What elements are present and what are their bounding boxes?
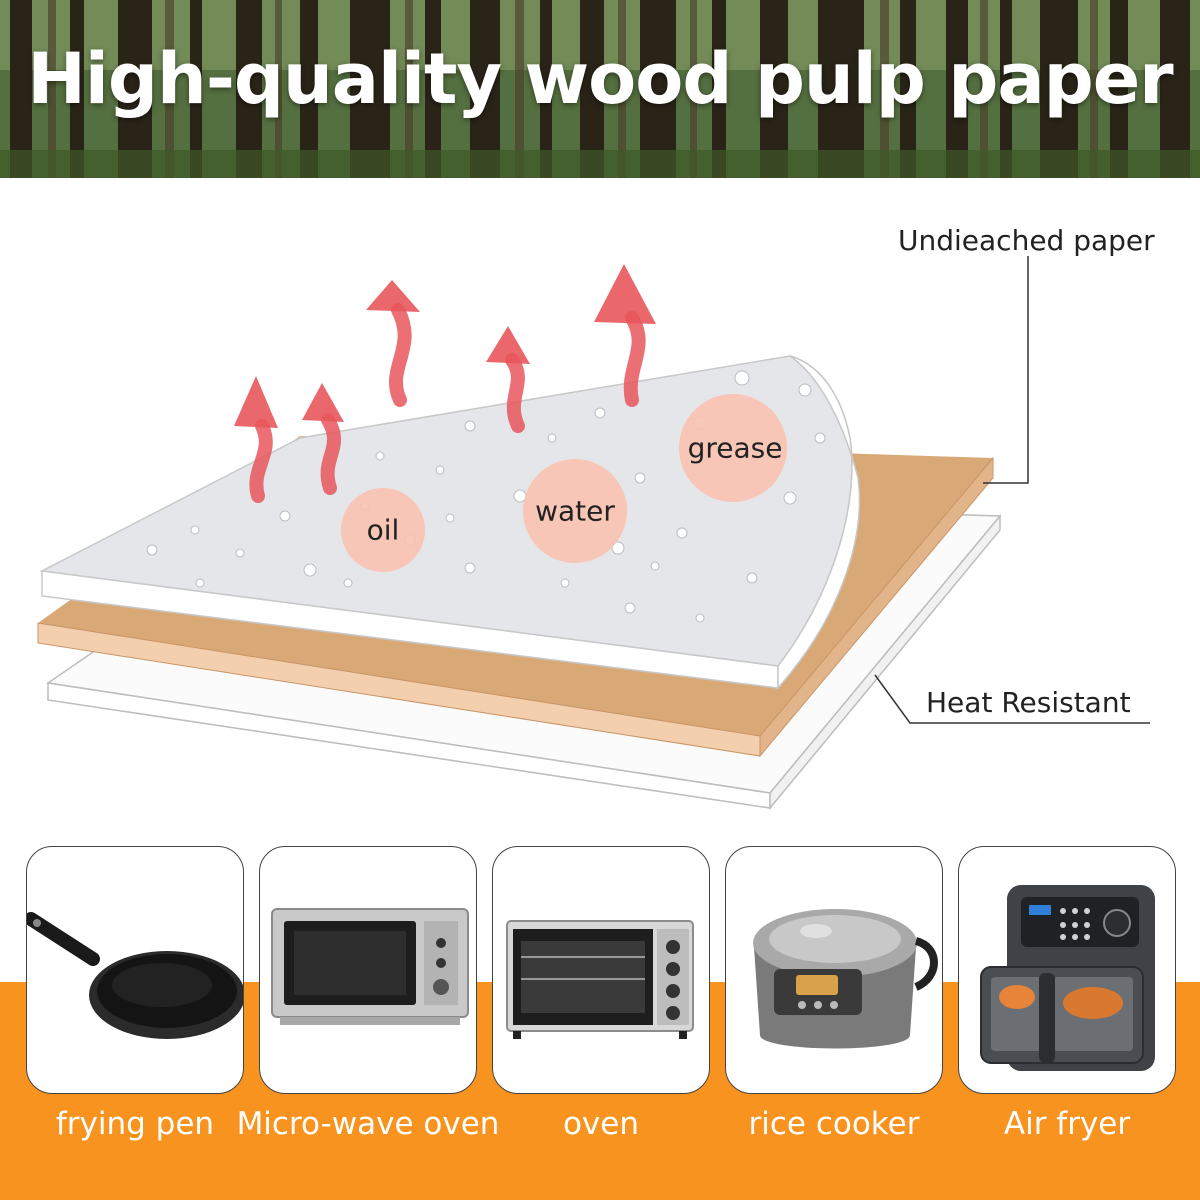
grease-circle bbox=[679, 394, 787, 502]
steam-arrow-head bbox=[302, 383, 344, 422]
appliance-card-rice-cooker bbox=[725, 846, 943, 1094]
oil-label: oil bbox=[366, 513, 400, 547]
water-droplets bbox=[146, 370, 826, 623]
paper-layer-diagram: Undieached paper Heat Resistant oil wate… bbox=[0, 178, 1200, 838]
appliance-card-microwave bbox=[259, 846, 477, 1094]
appliance-label-rice-cooker: rice cooker bbox=[748, 1106, 920, 1142]
appliance-label-microwave: Micro-wave oven bbox=[236, 1106, 500, 1142]
rice-cooker-icon bbox=[753, 909, 938, 1049]
leader-line-top bbox=[983, 256, 1029, 484]
leader-line-bottom bbox=[874, 674, 1150, 724]
appliance-card-oven bbox=[492, 846, 710, 1094]
steam-arrow-head bbox=[594, 264, 656, 324]
page-title: High-quality wood pulp paper bbox=[27, 38, 1173, 120]
air-fryer-icon bbox=[980, 885, 1155, 1071]
oil-circle bbox=[341, 488, 425, 572]
frying-pan-icon bbox=[27, 912, 243, 1039]
paper-layers-illustration bbox=[37, 256, 1150, 811]
steam-arrow-head bbox=[486, 326, 530, 364]
steam-arrow-head bbox=[366, 280, 420, 312]
heat-resistant-label: Heat Resistant bbox=[926, 686, 1131, 719]
appliance-card-frying-pan bbox=[26, 846, 244, 1094]
appliance-label-oven: oven bbox=[562, 1106, 640, 1142]
appliance-label-air-fryer: Air fryer bbox=[1003, 1106, 1131, 1142]
forest-background-image bbox=[0, 0, 1200, 178]
grease-label: grease bbox=[687, 431, 783, 465]
microwave-icon bbox=[271, 908, 469, 1025]
forest-banner: High-quality wood pulp paper bbox=[0, 0, 1200, 178]
steam-arrows bbox=[249, 303, 646, 503]
oven-icon bbox=[506, 920, 694, 1039]
water-label: water bbox=[535, 494, 615, 528]
appliance-label-frying-pan: frying pen bbox=[55, 1106, 215, 1142]
unbleached-paper-label: Undieached paper bbox=[898, 224, 1155, 257]
steam-arrow-head bbox=[234, 376, 278, 428]
top-white-sheet bbox=[39, 355, 861, 690]
water-circle bbox=[523, 459, 627, 563]
appliance-card-air-fryer bbox=[958, 846, 1176, 1094]
